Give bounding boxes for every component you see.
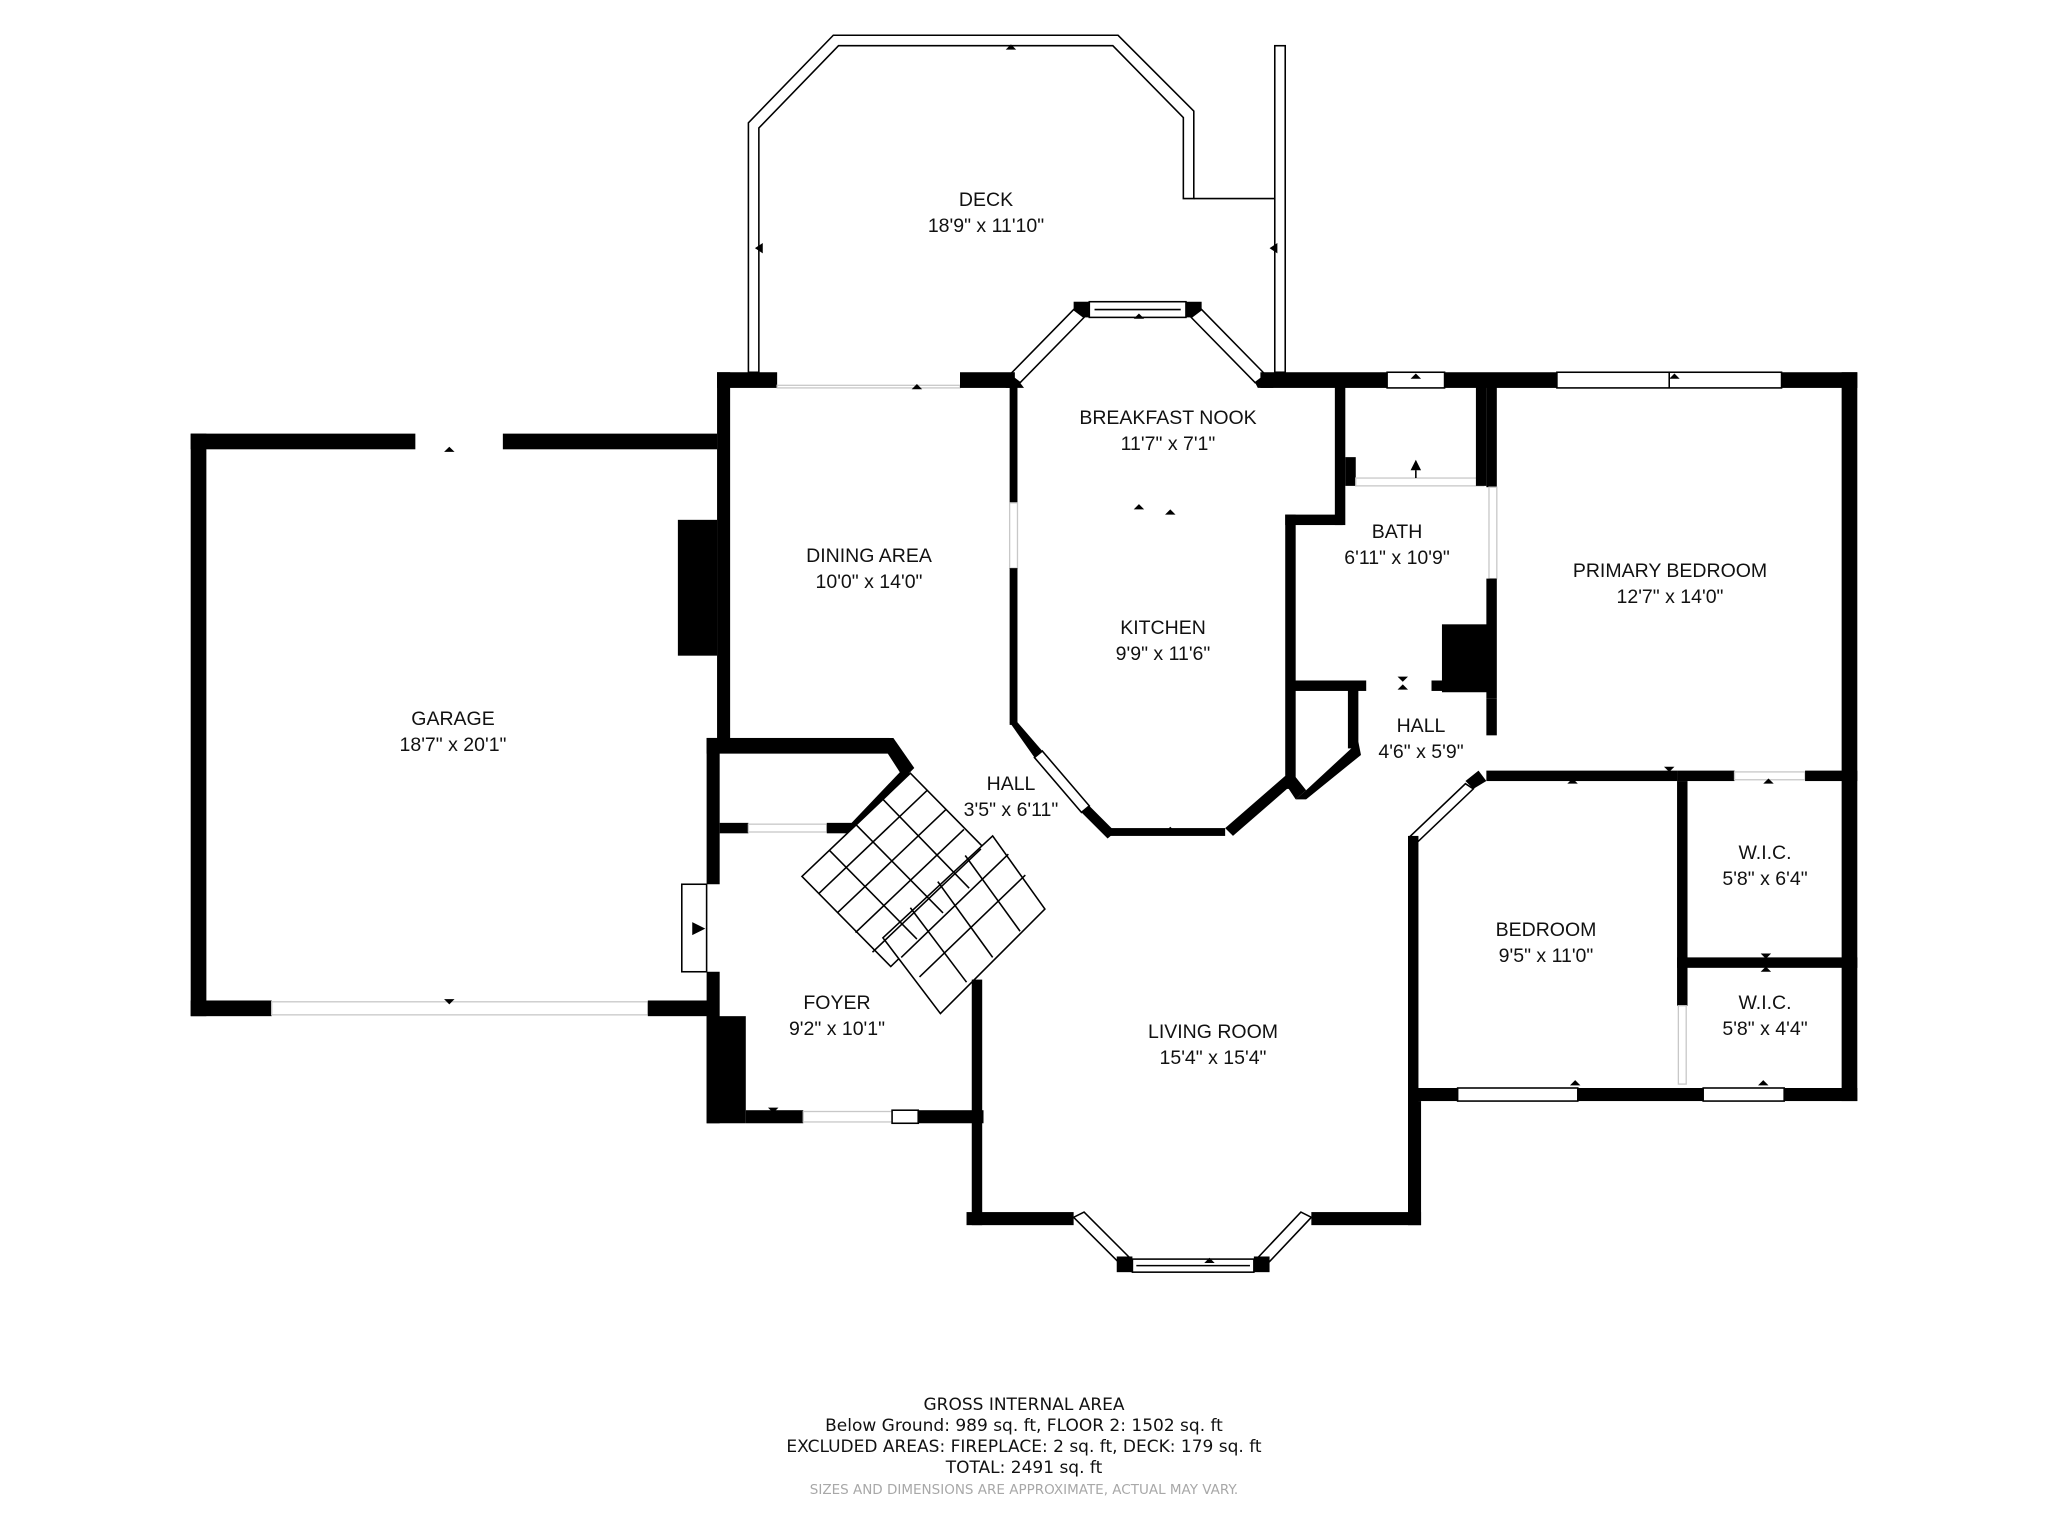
staircase	[800, 772, 1046, 1015]
room-name: BATH	[1371, 521, 1423, 543]
room-dimensions: 3'5" x 6'11"	[963, 799, 1059, 821]
room-name: GARAGE	[411, 708, 495, 730]
area-floors: Below Ground: 989 sq. ft, FLOOR 2: 1502 …	[825, 1416, 1223, 1436]
room-name: HALL	[986, 773, 1036, 795]
room-label-bedroom: BEDROOM 9'5" x 11'0"	[1496, 917, 1597, 969]
room-label-dining-area: DINING AREA 10'0" x 14'0"	[806, 543, 932, 595]
room-name: DECK	[958, 189, 1014, 211]
room-dimensions: 9'2" x 10'1"	[788, 1018, 886, 1040]
room-name: FOYER	[803, 992, 871, 1014]
room-dimensions: 12'7" x 14'0"	[1616, 586, 1724, 608]
room-dimensions: 4'6" x 5'9"	[1378, 741, 1464, 763]
room-dimensions: 10'0" x 14'0"	[815, 571, 923, 593]
room-dimensions: 6'11" x 10'9"	[1344, 547, 1450, 569]
room-label-primary-bedroom: PRIMARY BEDROOM 12'7" x 14'0"	[1573, 558, 1767, 610]
room-label-kitchen: KITCHEN 9'9" x 11'6"	[1116, 615, 1211, 667]
room-name: BREAKFAST NOOK	[1079, 407, 1257, 429]
room-label-deck: DECK 18'9" x 11'10"	[928, 187, 1044, 239]
room-dimensions: 15'4" x 15'4"	[1159, 1047, 1267, 1069]
room-dimensions: 5'8" x 6'4"	[1722, 868, 1808, 890]
room-label-hall-1: HALL 3'5" x 6'11"	[964, 771, 1059, 823]
room-name: LIVING ROOM	[1147, 1021, 1279, 1043]
area-summary: GROSS INTERNAL AREA Below Ground: 989 sq…	[0, 1395, 2048, 1501]
room-dimensions: 18'7" x 20'1"	[399, 734, 507, 756]
room-dimensions: 18'9" x 11'10"	[927, 215, 1045, 237]
room-name: KITCHEN	[1120, 617, 1206, 639]
room-label-living-room: LIVING ROOM 15'4" x 15'4"	[1148, 1019, 1278, 1071]
room-label-wic-1: W.I.C. 5'8" x 6'4"	[1722, 840, 1807, 892]
room-dimensions: 11'7" x 7'1"	[1120, 433, 1216, 455]
disclaimer: SIZES AND DIMENSIONS ARE APPROXIMATE, AC…	[809, 1482, 1239, 1498]
room-label-bath: BATH 6'11" x 10'9"	[1344, 519, 1450, 571]
room-name: W.I.C.	[1738, 992, 1792, 1014]
room-dimensions: 9'5" x 11'0"	[1498, 945, 1594, 967]
area-excluded: EXCLUDED AREAS: FIREPLACE: 2 sq. ft, DEC…	[786, 1437, 1262, 1457]
room-name: W.I.C.	[1738, 842, 1792, 864]
room-dimensions: 5'8" x 4'4"	[1722, 1018, 1808, 1040]
room-label-wic-2: W.I.C. 5'8" x 4'4"	[1722, 990, 1807, 1042]
room-name: DINING AREA	[806, 545, 932, 567]
area-total: TOTAL: 2491 sq. ft	[945, 1458, 1103, 1478]
room-name: HALL	[1396, 715, 1446, 737]
room-label-hall-2: HALL 4'6" x 5'9"	[1378, 713, 1463, 765]
room-label-foyer: FOYER 9'2" x 10'1"	[789, 990, 885, 1042]
room-label-garage: GARAGE 18'7" x 20'1"	[400, 706, 507, 758]
room-name: BEDROOM	[1495, 919, 1597, 941]
room-name: PRIMARY BEDROOM	[1572, 560, 1768, 582]
area-title: GROSS INTERNAL AREA	[923, 1395, 1125, 1415]
measurement-markers	[444, 44, 1774, 1264]
room-label-breakfast-nook: BREAKFAST NOOK 11'7" x 7'1"	[1079, 405, 1256, 457]
room-dimensions: 9'9" x 11'6"	[1115, 643, 1211, 665]
